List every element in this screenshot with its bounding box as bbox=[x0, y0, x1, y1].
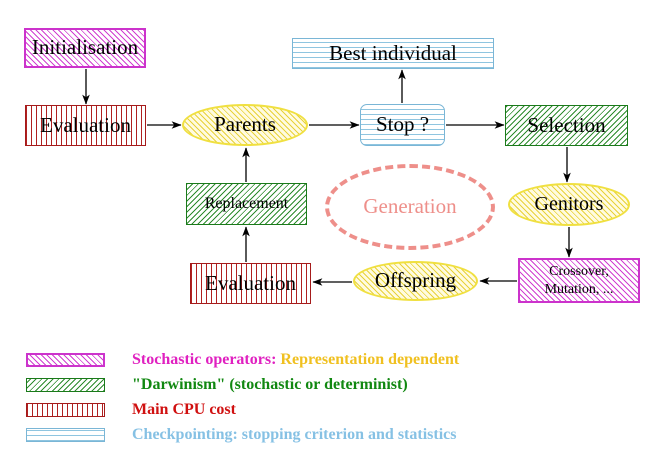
legend-label-stochastic: Stochastic operators: Representation dep… bbox=[132, 351, 459, 369]
legend-swatch-stochastic-icon bbox=[26, 352, 105, 367]
node-generation-label: Generation bbox=[363, 194, 457, 219]
node-offspring[interactable]: Offspring bbox=[353, 261, 478, 301]
node-best-individual-label: Best individual bbox=[329, 40, 457, 65]
node-genitors[interactable]: Genitors bbox=[508, 183, 630, 226]
legend-row-cpu-cost: Main CPU cost bbox=[26, 397, 638, 422]
legend-swatch-darwinism-icon bbox=[26, 377, 105, 392]
legend-label-darwinism: "Darwinism" (stochastic or determinist) bbox=[132, 375, 408, 393]
legend-row-stochastic: Stochastic operators: Representation dep… bbox=[26, 347, 638, 372]
node-selection[interactable]: Selection bbox=[505, 105, 628, 146]
node-evaluation-bottom[interactable]: Evaluation bbox=[190, 263, 311, 304]
legend-label-cpu-cost: Main CPU cost bbox=[132, 400, 236, 418]
legend-swatch-checkpointing-icon bbox=[26, 427, 105, 442]
node-selection-label: Selection bbox=[527, 112, 606, 137]
node-stop-label: Stop ? bbox=[375, 112, 430, 137]
legend-row-darwinism: "Darwinism" (stochastic or determinist) bbox=[26, 372, 638, 397]
node-crossover-mutation[interactable]: Crossover, Mutation, ... bbox=[518, 258, 640, 303]
legend-swatch-cpu-cost-icon bbox=[26, 402, 105, 417]
node-replacement[interactable]: Replacement bbox=[186, 183, 307, 225]
node-stop[interactable]: Stop ? bbox=[360, 104, 445, 146]
node-parents[interactable]: Parents bbox=[182, 104, 308, 146]
legend-row-checkpointing: Checkpointing: stopping criterion and st… bbox=[26, 422, 638, 447]
node-evaluation-top-label: Evaluation bbox=[40, 112, 131, 137]
legend: Stochastic operators: Representation dep… bbox=[26, 347, 638, 447]
node-offspring-label: Offspring bbox=[374, 268, 457, 293]
legend-label-stochastic-primary: Stochastic operators: bbox=[132, 350, 277, 368]
node-generation: Generation bbox=[325, 164, 495, 250]
node-initialisation-label: Initialisation bbox=[31, 35, 139, 60]
legend-label-stochastic-secondary: Representation dependent bbox=[280, 350, 460, 368]
node-evaluation-bottom-label: Evaluation bbox=[205, 270, 296, 295]
node-evaluation-top[interactable]: Evaluation bbox=[25, 105, 146, 146]
node-crossover-mutation-label: Crossover, Mutation, ... bbox=[544, 264, 614, 297]
node-genitors-label: Genitors bbox=[534, 193, 604, 216]
node-initialisation[interactable]: Initialisation bbox=[24, 28, 146, 68]
legend-label-checkpointing: Checkpointing: stopping criterion and st… bbox=[132, 425, 457, 443]
node-best-individual[interactable]: Best individual bbox=[292, 38, 494, 69]
node-parents-label: Parents bbox=[214, 112, 276, 137]
node-replacement-label: Replacement bbox=[204, 194, 289, 212]
